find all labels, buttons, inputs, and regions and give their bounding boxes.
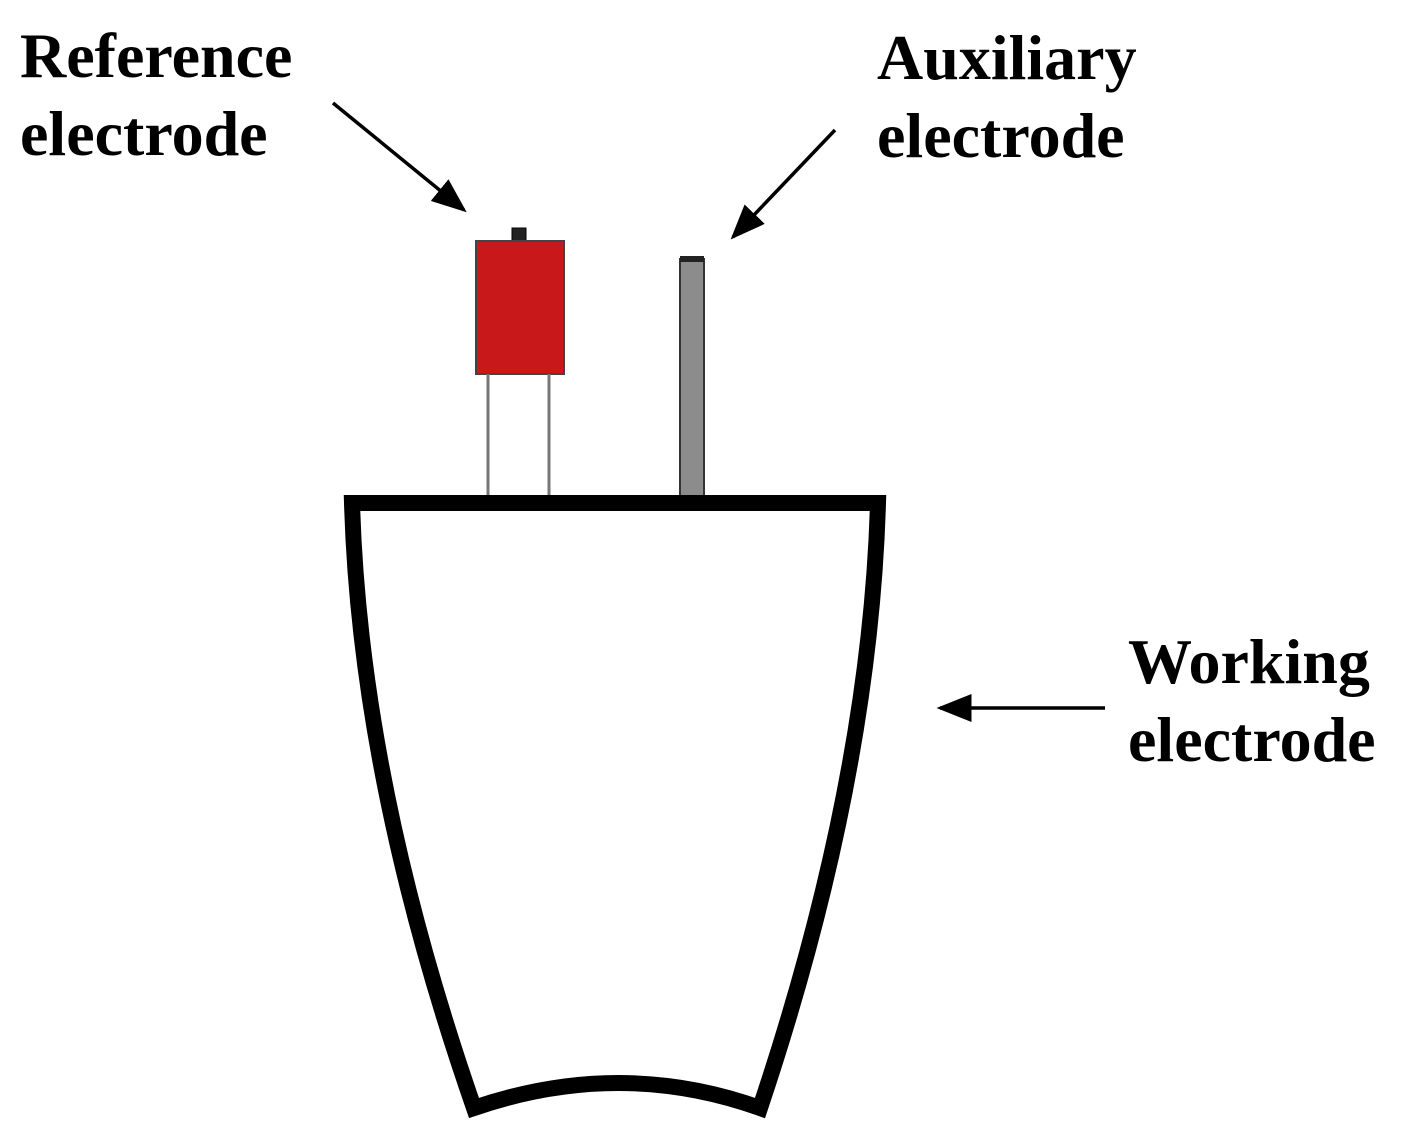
auxiliary-electrode-rod (679, 258, 705, 504)
working-electrode-label-line1: Working (1128, 626, 1370, 697)
working-electrode-body (343, 495, 887, 1119)
reference-electrode-label-line1: Reference (20, 20, 292, 91)
auxiliary-electrode-label-line2: electrode (877, 100, 1125, 171)
working-electrode-label-line2: electrode (1128, 704, 1376, 775)
reference-electrode (475, 227, 565, 503)
auxiliary-electrode-arrow (730, 128, 837, 240)
reference-electrode-arrow (331, 101, 467, 213)
reference-electrode-cap (511, 227, 527, 243)
reference-electrode-label-line2: electrode (20, 98, 268, 169)
auxiliary-electrode-tip (680, 256, 704, 262)
auxiliary-electrode-label-line1: Auxiliary (877, 22, 1137, 93)
auxiliary-electrode (679, 256, 705, 504)
reference-electrode-body (475, 240, 565, 375)
